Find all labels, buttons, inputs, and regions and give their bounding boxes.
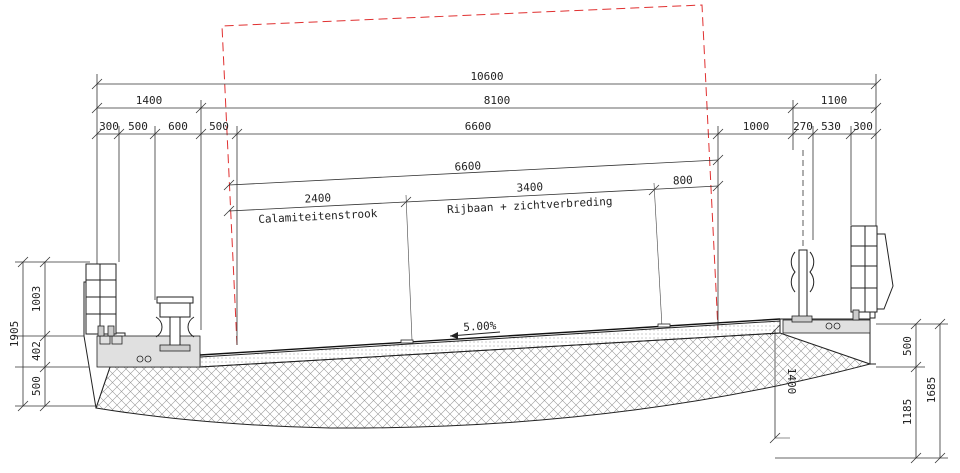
left-parapet — [85, 263, 117, 337]
dim-sub-300-left: 300 — [99, 120, 119, 133]
dim-sub-530: 530 — [821, 120, 841, 133]
dim-sub-300-right: 300 — [853, 120, 873, 133]
dim-lane-800: 800 — [673, 174, 694, 188]
dim-sub-270: 270 — [793, 120, 813, 133]
dim-slope-6600: 6600 — [454, 159, 481, 173]
dim-right-1685: 1685 — [925, 377, 938, 404]
dim-left-1003: 1003 — [30, 286, 43, 313]
deck-body-hatched — [95, 332, 871, 429]
dim-right-zone: 1100 — [821, 94, 848, 107]
left-vertical-dimensions — [15, 256, 110, 412]
right-parapet — [850, 225, 878, 321]
dim-left-zone: 1400 — [136, 94, 163, 107]
dim-right-500: 500 — [901, 336, 914, 356]
label-roadway: Rijbaan + zichtverbreding — [447, 195, 613, 216]
dim-overall: 10600 — [470, 70, 503, 83]
label-slope: 5.00% — [463, 319, 497, 334]
label-emergency-lane: Calamiteitenstrook — [258, 207, 378, 226]
dim-left-1905: 1905 — [8, 321, 21, 348]
dim-right-1185: 1185 — [901, 399, 914, 426]
dim-sub-600: 600 — [168, 120, 188, 133]
dim-sub-1000: 1000 — [743, 120, 770, 133]
dim-sub-500-b: 500 — [209, 120, 229, 133]
dim-sub-6600: 6600 — [465, 120, 492, 133]
left-guardrail — [155, 296, 195, 352]
right-guardrail — [790, 150, 815, 323]
clearance-envelope — [221, 4, 719, 346]
dim-center-zone: 8100 — [484, 94, 511, 107]
slope-arrow — [449, 331, 501, 337]
dim-sub-500-a: 500 — [128, 120, 148, 133]
dimension-labels: 10600 1400 8100 1100 300 500 600 500 660… — [8, 70, 938, 425]
dim-depth-1400: 1400 — [785, 368, 798, 395]
dim-left-500: 500 — [30, 376, 43, 396]
dimension-lines — [91, 74, 882, 345]
dim-lane-2400: 2400 — [304, 191, 331, 205]
dim-left-402: 402 — [30, 341, 43, 361]
dim-lane-3400: 3400 — [516, 180, 543, 194]
